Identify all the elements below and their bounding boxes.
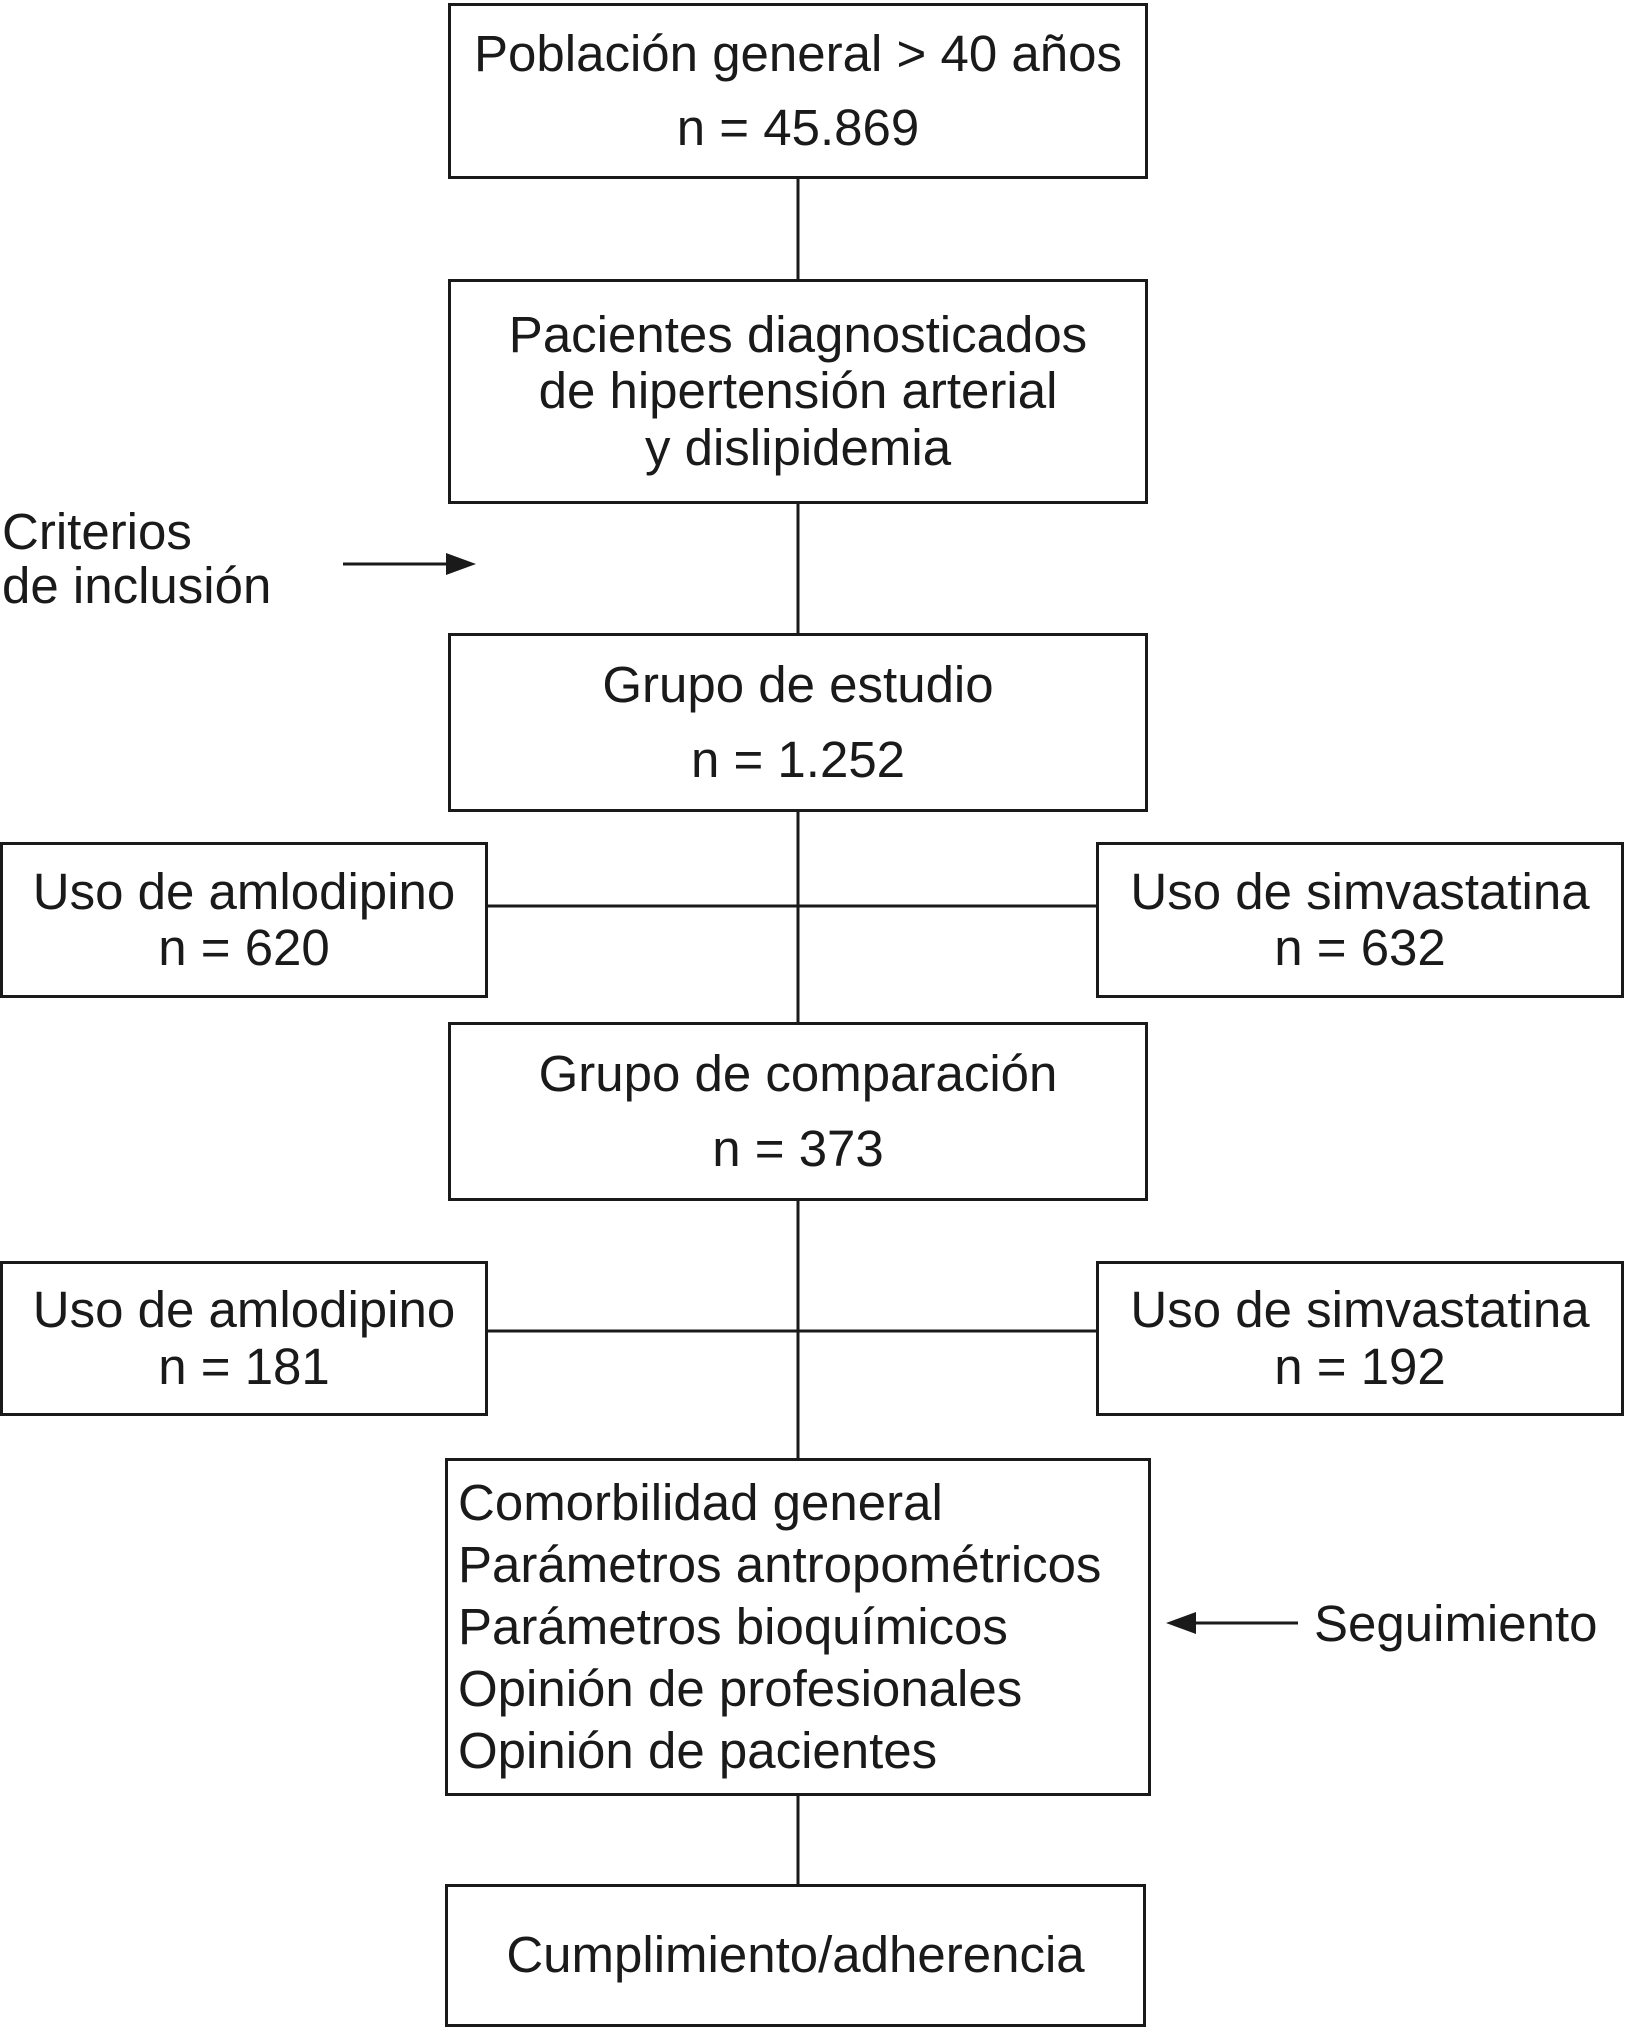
outcome-box: Cumplimiento/adherencia	[445, 1884, 1146, 2027]
follow-up-arrow-head	[1166, 1612, 1196, 1634]
comparison-amlodipino-count: n = 181	[158, 1337, 330, 1395]
inclusion-criteria-label: Criterios de inclusión	[2, 503, 272, 615]
variable-item: Opinión de pacientes	[458, 1722, 938, 1780]
population-count: n = 45.869	[676, 99, 920, 156]
diagnosed-box: Pacientes diagnosticados de hipertensión…	[448, 279, 1148, 504]
study-simvastatina-title: Uso de simvastatina	[1130, 862, 1590, 920]
study-amlodipino-title: Uso de amlodipino	[32, 862, 456, 920]
diagnosed-line-1: Pacientes diagnosticados	[508, 306, 1088, 364]
inclusion-arrow-head	[446, 553, 476, 575]
diagnosed-line-3: y dislipidemia	[644, 418, 952, 476]
comparison-simvastatina-count: n = 192	[1274, 1337, 1446, 1395]
comparison-amlodipino-title: Uso de amlodipino	[32, 1281, 456, 1339]
study-group-title: Grupo de estudio	[602, 656, 994, 714]
outcome-title: Cumplimiento/adherencia	[506, 1926, 1085, 1984]
study-amlodipino-count: n = 620	[158, 919, 330, 976]
comparison-group-box: Grupo de comparación n = 373	[448, 1022, 1148, 1201]
study-amlodipino-box: Uso de amlodipino n = 620	[0, 842, 488, 998]
population-box: Población general > 40 años n = 45.869	[448, 3, 1148, 179]
variable-item: Opinión de profesionales	[458, 1660, 1023, 1718]
variable-item: Parámetros antropométricos	[458, 1535, 1102, 1593]
inclusion-criteria-line-1: Criterios	[2, 503, 192, 560]
comparison-group-title: Grupo de comparación	[538, 1045, 1058, 1103]
variables-box: Comorbilidad general Parámetros antropom…	[445, 1458, 1151, 1796]
study-group-box: Grupo de estudio n = 1.252	[448, 633, 1148, 812]
study-simvastatina-box: Uso de simvastatina n = 632	[1096, 842, 1624, 998]
comparison-group-count: n = 373	[712, 1119, 884, 1177]
variable-item: Comorbilidad general	[458, 1473, 943, 1531]
variable-item: Parámetros bioquímicos	[458, 1597, 1008, 1655]
population-title: Población general > 40 años	[474, 24, 1122, 82]
study-group-count: n = 1.252	[690, 730, 906, 788]
inclusion-criteria-line-2: de inclusión	[2, 557, 272, 615]
comparison-amlodipino-box: Uso de amlodipino n = 181	[0, 1261, 488, 1416]
study-simvastatina-count: n = 632	[1274, 919, 1446, 976]
follow-up-label: Seguimiento	[1314, 1595, 1598, 1652]
comparison-simvastatina-box: Uso de simvastatina n = 192	[1096, 1261, 1624, 1416]
diagnosed-line-2: de hipertensión arterial	[538, 362, 1058, 420]
comparison-simvastatina-title: Uso de simvastatina	[1130, 1281, 1590, 1339]
